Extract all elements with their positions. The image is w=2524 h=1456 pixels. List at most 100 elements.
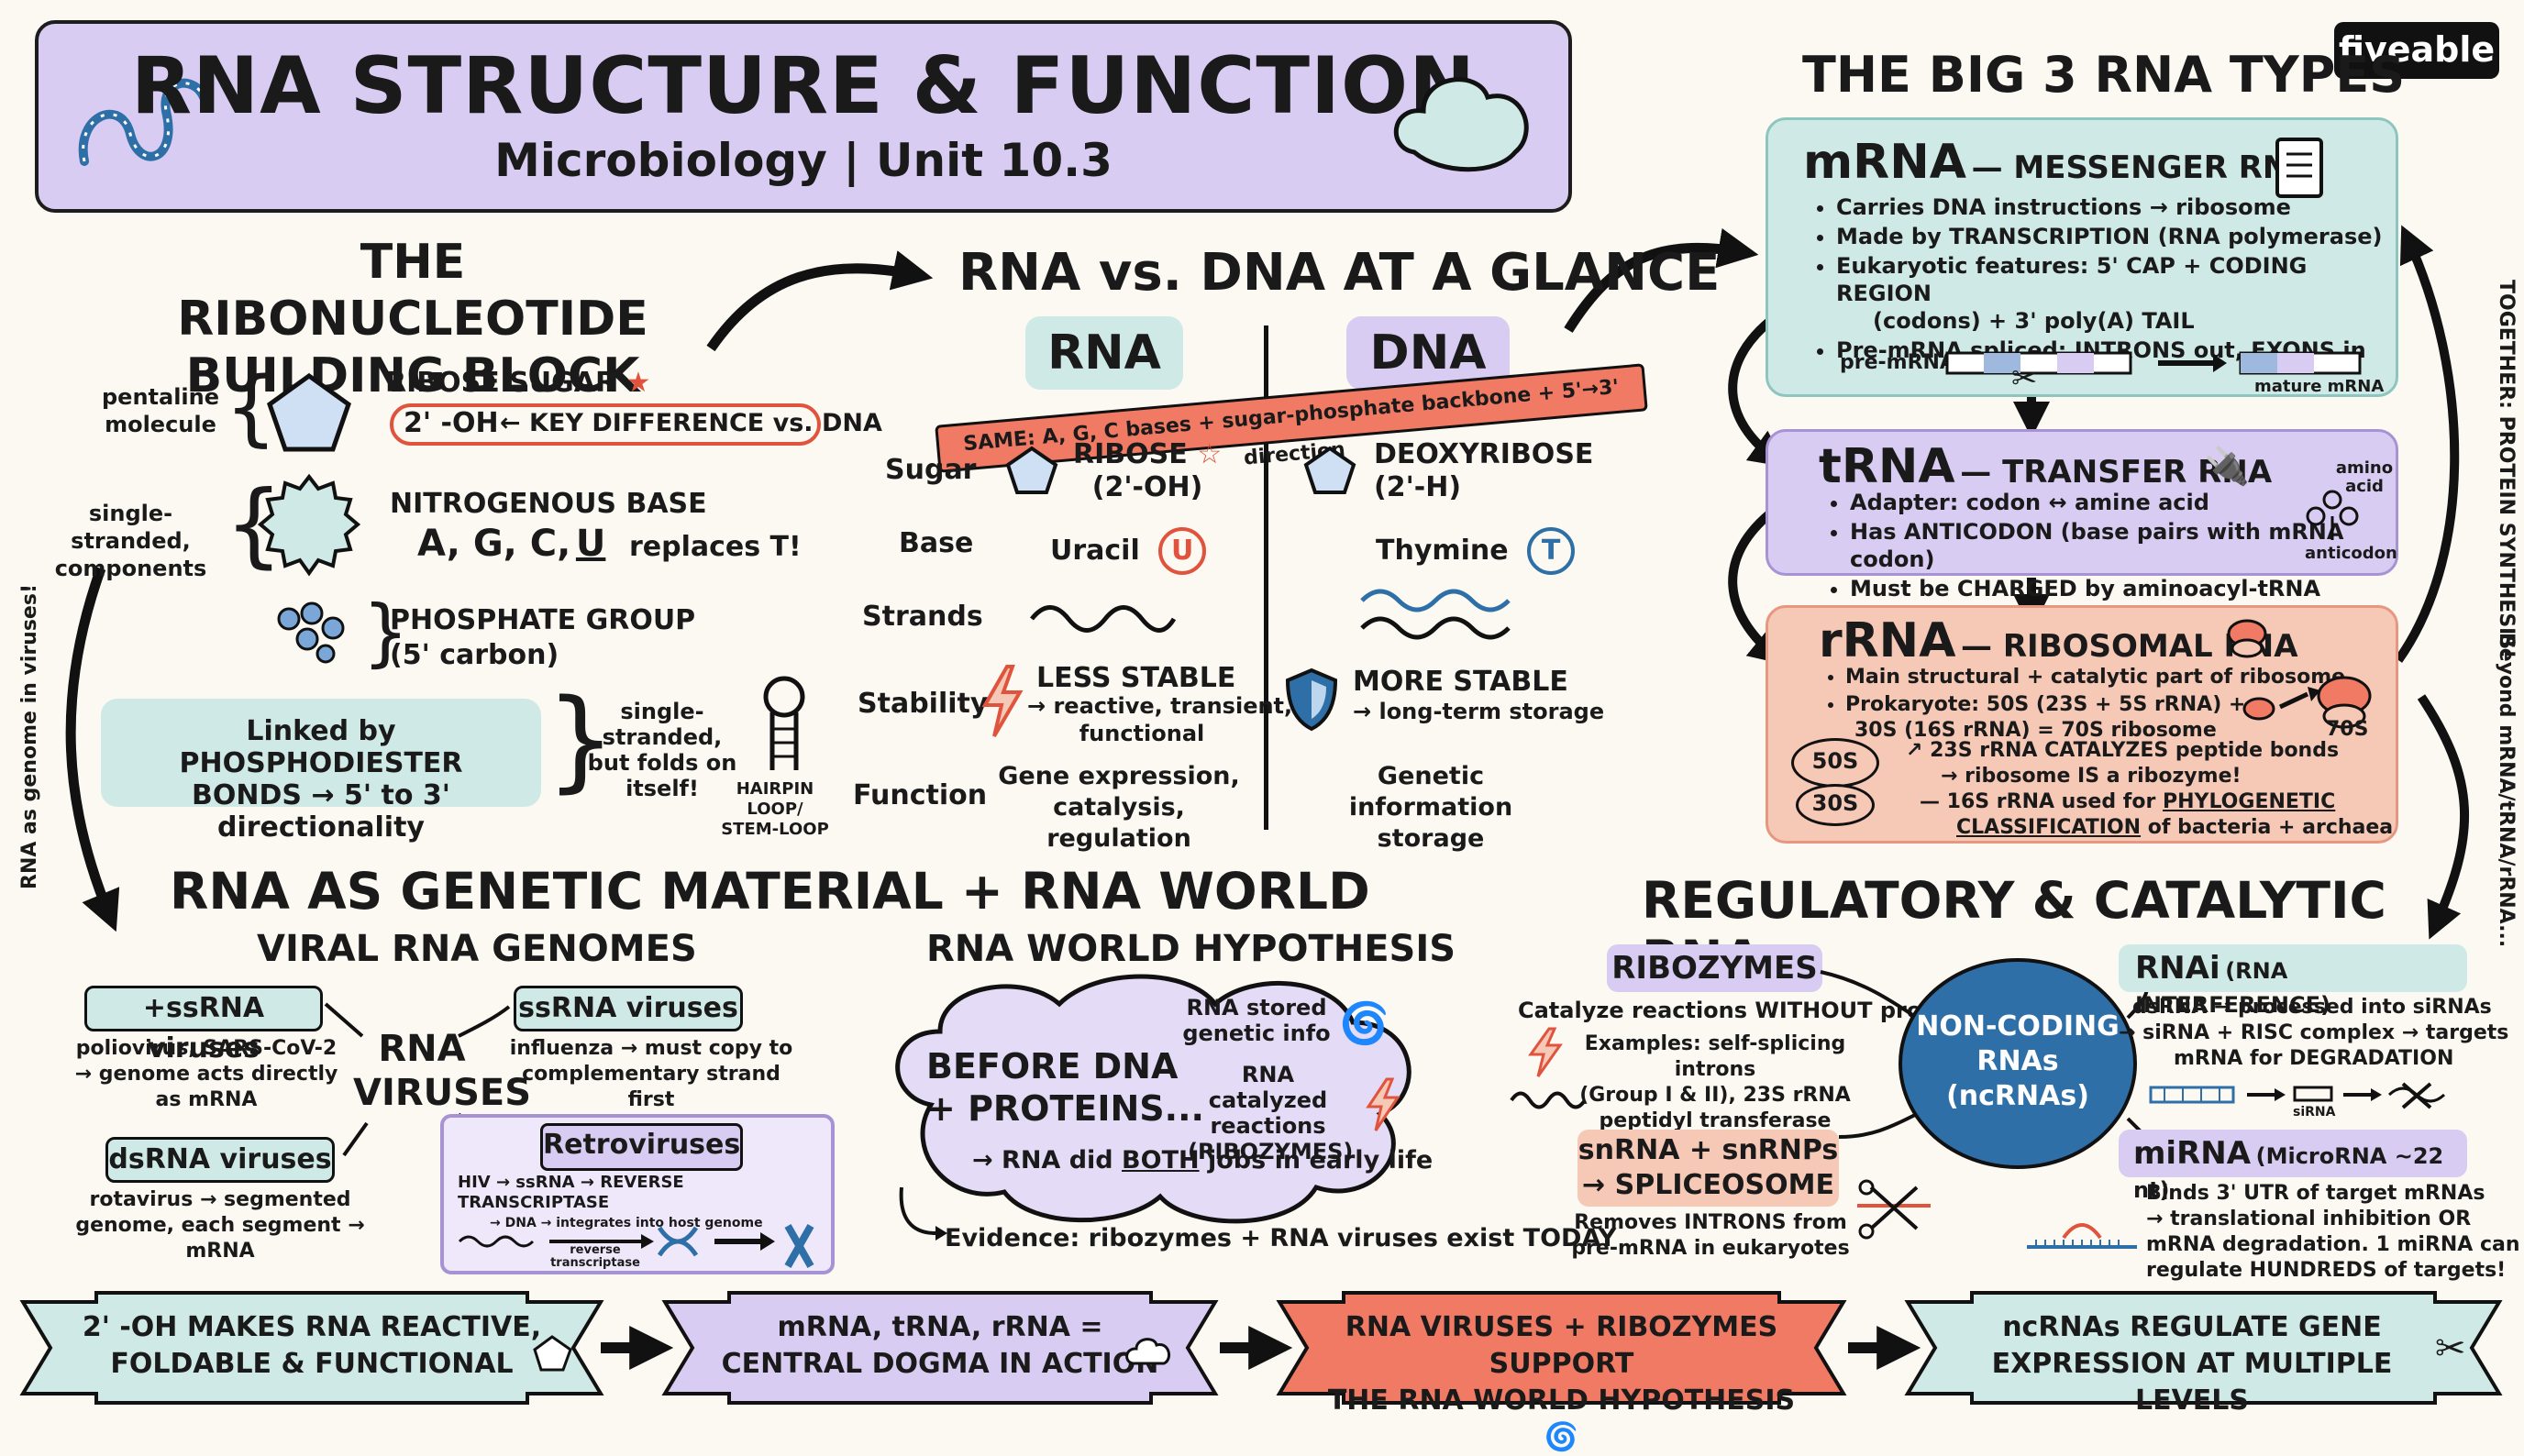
rna-sugar-line1: RIBOSE ☆ [1073,438,1222,471]
dna-function-value: Genetic information storage [1302,761,1559,855]
trna-card: tRNA — TRANSFER RNA 🔌 Adapter: codon ↔ a… [1766,429,2398,601]
footer-1-line2: FOLDABLE & FUNCTIONAL [110,1348,514,1380]
ribosome-70s-label: 70S [2326,718,2369,741]
rna-sugar-value: RIBOSE ☆ (2'-OH) [1073,438,1222,504]
rrna-bullet-2a: Prokaryote: 50S (23S + 5S rRNA) + [1845,693,2246,716]
rnai-desc-1: dsRNA → processed into siRNAs [2132,996,2492,1019]
rna-function-value: Gene expression, catalysis, regulation [991,761,1247,855]
rrna-catalysis-2: → ribosome IS a ribozyme! [1941,765,2242,788]
ribozymes-label: RIBOZYMES [1611,950,1818,987]
reverse-transcriptase-line2: transcriptase [550,1256,640,1270]
anticodon-label: anticodon [2305,544,2397,563]
ribosome-assembly-icon [2242,676,2372,729]
rna-function-line1: Gene expression, [998,762,1240,790]
scissors-icon: ✂ [2011,360,2038,397]
rna-column-label: RNA [1047,325,1161,381]
ncrna-line3: (ncRNAs) [1946,1080,2089,1112]
shield-icon [1285,667,1338,732]
mrna-name: mRNA [1803,135,1966,190]
base-letters: A, G, C, [417,523,571,565]
ribozymes-examples: Examples: self-splicing introns (Group I… [1564,1031,1866,1134]
retrovirus-desc-1: HIV → ssRNA → REVERSE TRANSCRIPTASE [458,1173,684,1212]
retrovirus-title-box: Retroviruses [540,1123,743,1171]
snrna-desc-2: pre-mRNA in eukaryotes [1571,1237,1850,1260]
dna-function-line2: storage [1377,824,1485,853]
plus-ssrna-desc-1: poliovirus, SARS-CoV-2 [75,1037,338,1060]
rrna-bullets: Main structural + catalytic part of ribo… [1814,663,2345,745]
mrna-heading: mRNA — MESSENGER RNA [1803,135,2313,190]
ribbon-shape-2 [661,1291,1219,1405]
footer-1-text: 2' -OH MAKES RNA REACTIVE, FOLDABLE & FU… [78,1309,546,1383]
compare-title: RNA vs. DNA AT A GLANCE [958,243,1721,303]
thymine-circle-icon: T [1527,527,1576,575]
footer-3-line2: THE RNA WORLD HYPOTHESIS 🌀 [1316,1383,1807,1456]
rrna-catalysis-4: CLASSIFICATION of bacteria + archaea [1956,815,2393,841]
plus-ssrna-box: +ssRNA viruses [84,986,323,1064]
row-label-function: Function [853,779,988,811]
hairpin-line1: HAIRPIN LOOP/ [736,779,814,819]
rrna-catalysis-notes: ↗ 23S rRNA CATALYZES peptide bonds → rib… [1906,738,2393,841]
row-label-base: Base [899,527,974,559]
ribozymes-example-3: peptidyl transferase [1599,1109,1832,1132]
rrna-bullet-2b: 30S (16S rRNA) = 70S ribosome [1854,719,2217,742]
reverse-transcriptase-line1: reverse [570,1243,621,1257]
footer-1-line1: 2' -OH MAKES RNA REACTIVE, [82,1311,542,1343]
viral-genomes-title: VIRAL RNA GENOMES [257,928,697,970]
retrovirus-title: Retroviruses [543,1129,741,1161]
row-label-sugar: Sugar [885,454,977,486]
deoxyribose-pentagon-icon [1303,446,1356,494]
trna-heading: tRNA — TRANSFER RNA [1819,439,2272,494]
rna-catalyzed-line1: RNA catalyzed [1208,1062,1328,1113]
mrna-bullet-1: Carries DNA instructions → ribosome [1836,193,2396,221]
lightning-icon [981,665,1024,738]
before-dna-line1: BEFORE DNA [926,1046,1179,1086]
mrna-bullet-3: Eukaryotic features: 5' CAP + CODING REG… [1836,252,2396,335]
star-outline-icon: ☆ [1197,438,1223,470]
snrna-desc: Removes INTRONS from pre-mRNA in eukaryo… [1564,1210,1857,1262]
cloud-blob-icon [1393,77,1529,172]
phosphodiester-line1: Linked by PHOSPHODIESTER [179,715,463,779]
title-banner: RNA STRUCTURE & FUNCTION Microbiology | … [35,20,1572,213]
footer-4-line2: EXPRESSION AT MULTIPLE LEVELS [1991,1348,2393,1417]
folds-line2: but folds on [587,750,737,776]
minus-ssrna-desc-2: complementary strand first [522,1063,780,1111]
mirna-binding-icon [2027,1223,2137,1249]
key-difference-label: KEY DIFFERENCE vs. DNA [529,409,882,437]
pentagon-icon [267,372,351,452]
ncrna-line1: NON-CODING [1916,1010,2120,1042]
double-strand-wave-icon [1360,589,1511,640]
mirna-badge: miRNA (MicroRNA ~22 nt) [2119,1130,2467,1203]
rna-catalyzed-line2: reactions [1210,1113,1326,1139]
big3-title: THE BIG 3 RNA TYPES [1802,46,2406,104]
page-title: RNA STRUCTURE & FUNCTION [130,40,1477,132]
genetic-title: RNA AS GENETIC MATERIAL + RNA WORLD [170,862,1370,921]
snrna-desc-1: Removes INTRONS from [1574,1211,1847,1234]
mrna-bullets: Carries DNA instructions → ribosome Made… [1805,192,2396,366]
rna-world-title: RNA WORLD HYPOTHESIS [926,928,1456,970]
rnai-desc: dsRNA → processed into siRNAs → siRNA + … [2119,995,2508,1072]
rna-sugar-text: RIBOSE [1073,438,1188,470]
rna-catalyzed-line3: (RIBOZYMES) [1188,1139,1354,1164]
trna-bullet-1: Adapter: codon ↔ amine acid [1850,489,2396,516]
rrna-catalysis-1: ↗ 23S rRNA CATALYZES peptide bonds [1906,739,2340,762]
ribbon-shape-3 [1276,1291,1847,1405]
ribonucleotide-title-line1: THE RIBONUCLEOTIDE [177,235,648,347]
footer-2-line1: mRNA, tRNA, rRNA = [777,1311,1103,1343]
footer-ribbon-1: 2' -OH MAKES RNA REACTIVE, FOLDABLE & FU… [19,1291,604,1405]
dsrna-desc-3: mRNA [185,1240,255,1263]
ribozymes-badge: RIBOZYMES [1607,944,1822,992]
hairpin-label: HAIRPIN LOOP/ STEM-LOOP [706,779,844,840]
hairpin-loop-icon [763,676,805,770]
rna-catalyzed-text: RNA catalyzed reactions (RIBOZYMES) [1188,1062,1354,1164]
page-subtitle: Microbiology | Unit 10.3 [494,134,1113,187]
minus-ssrna-box: ssRNA viruses [514,986,743,1031]
brace-4: } [546,677,616,804]
retrovirus-box: Retroviruses HIV → ssRNA → REVERSE TRANS… [440,1114,835,1274]
rna-stability-line1: LESS STABLE [1036,662,1236,694]
dna-sugar-line2: (2'-H) [1374,471,1462,503]
dsrna-label: dsRNA viruses [108,1143,332,1175]
components-label: single-stranded, components [54,501,207,581]
rna-column-header: RNA [1025,316,1183,390]
dna-stability-line1: MORE STABLE [1353,666,1568,698]
plus-ssrna-desc: poliovirus, SARS-CoV-2 → genome acts dir… [73,1036,339,1113]
